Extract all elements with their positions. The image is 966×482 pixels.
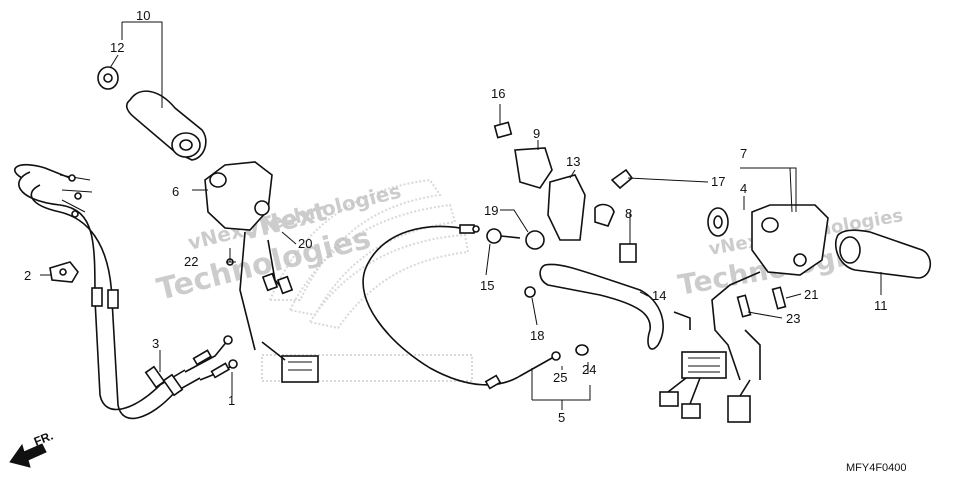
wing-emblem-icon	[268, 178, 442, 301]
callout-10: 10	[136, 8, 150, 23]
throttle-grip	[97, 66, 207, 161]
callout-19: 19	[484, 203, 498, 218]
callout-17: 17	[711, 174, 725, 189]
front-direction-marker: FR.	[9, 429, 55, 468]
callout-6: 6	[172, 184, 179, 199]
callout-9: 9	[533, 126, 540, 141]
callout-25: 25	[553, 370, 567, 385]
callout-13: 13	[566, 154, 580, 169]
front-marker-label: FR.	[32, 429, 55, 449]
leader-lines	[40, 21, 882, 410]
callout-15: 15	[480, 278, 494, 293]
brand-watermark	[261, 178, 473, 382]
callout-3: 3	[152, 336, 159, 351]
callout-20: 20	[298, 236, 312, 251]
brand-lettering-shape	[261, 354, 473, 382]
right-grip	[834, 229, 931, 279]
callout-4: 4	[740, 181, 747, 196]
callout-24: 24	[582, 362, 596, 377]
callout-23: 23	[786, 311, 800, 326]
callout-18: 18	[530, 328, 544, 343]
callout-11: 11	[874, 298, 888, 313]
cable-clamp	[49, 261, 79, 283]
left-switch-housing	[204, 161, 319, 383]
callout-21: 21	[804, 287, 818, 302]
clutch-lever-assembly	[486, 121, 691, 350]
callout-labels: 10 12 6 20 22 2 3 1 16 9 13 17 19 8 15 1…	[24, 8, 888, 425]
callout-12: 12	[110, 40, 124, 55]
clutch-cable	[362, 224, 589, 390]
throttle-cables	[14, 163, 201, 420]
callout-16: 16	[491, 86, 505, 101]
callout-8: 8	[625, 206, 632, 221]
front-arrow-icon	[9, 443, 47, 468]
callout-22: 22	[184, 254, 198, 269]
callout-2: 2	[24, 268, 31, 283]
callout-1: 1	[228, 393, 235, 408]
right-switch-housing	[659, 204, 829, 423]
cable-adjusters	[184, 335, 238, 381]
callout-5: 5	[558, 410, 565, 425]
callout-7: 7	[740, 146, 747, 161]
diagram-code: MFY4F0400	[846, 462, 907, 474]
callout-14: 14	[652, 288, 666, 303]
